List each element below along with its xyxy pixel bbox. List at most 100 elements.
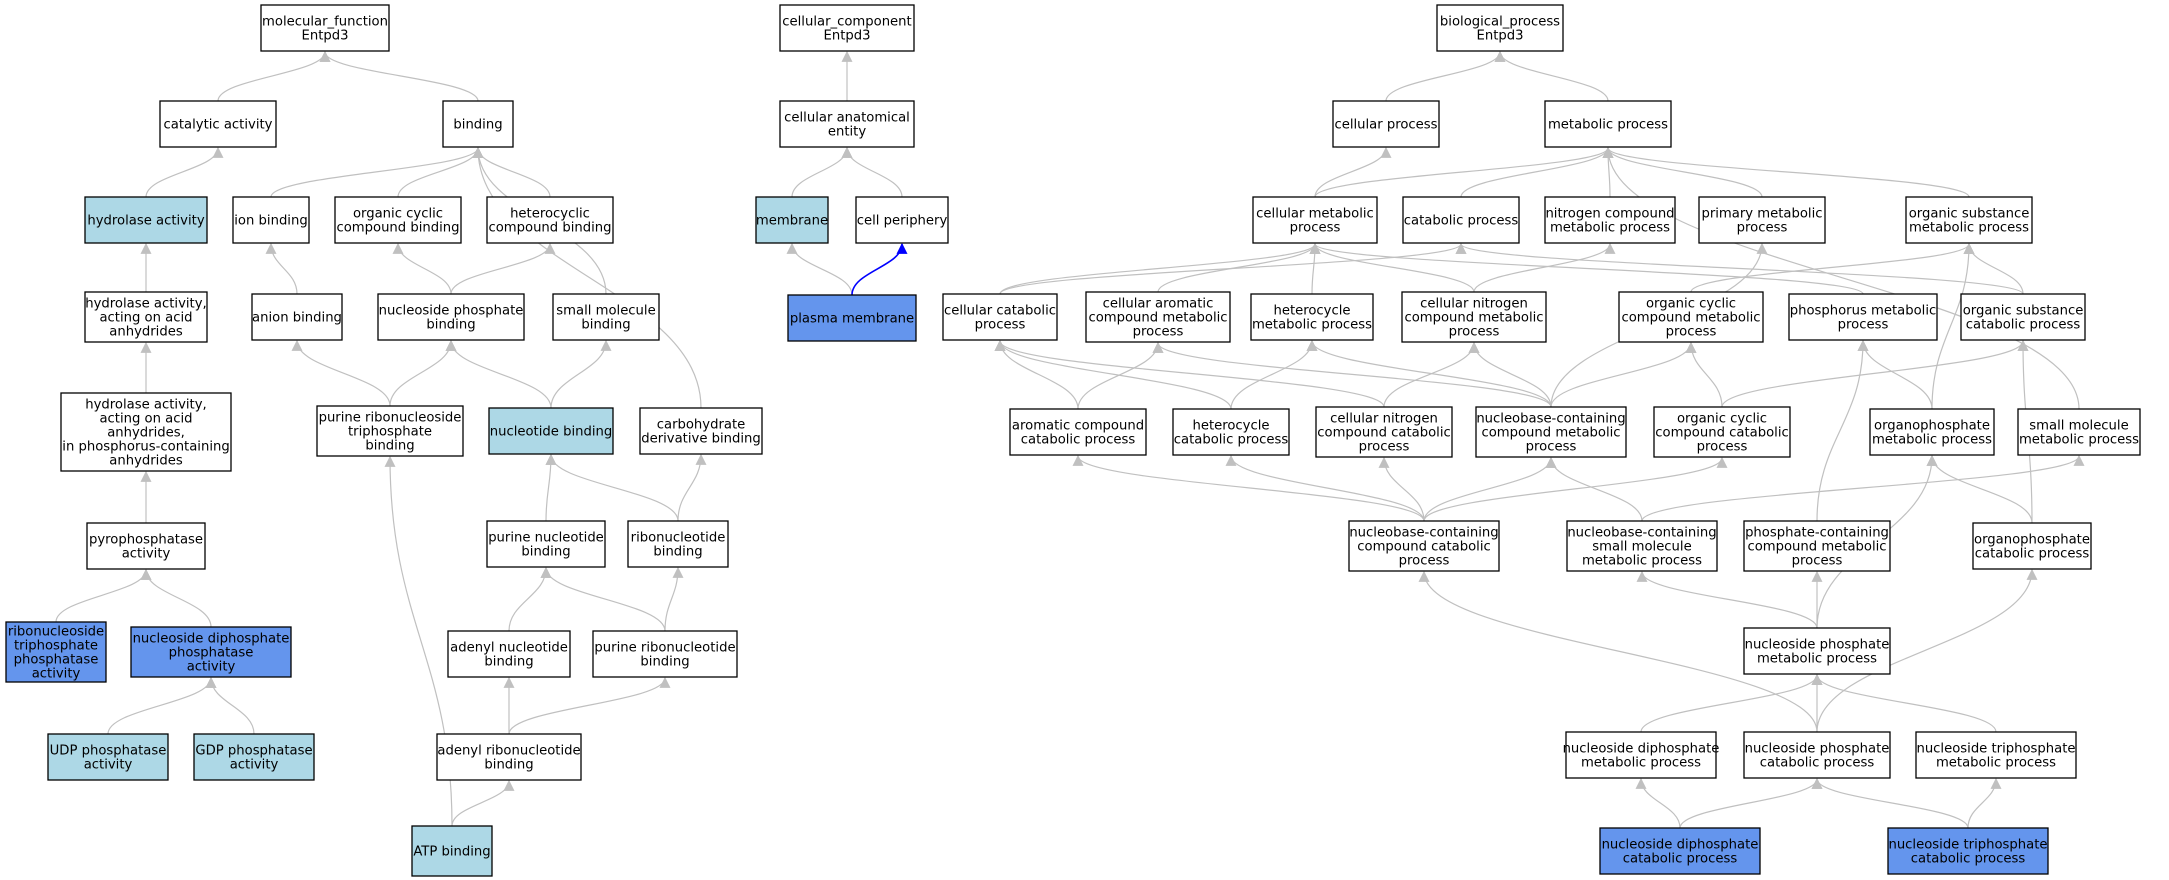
node-pm[interactable]: plasma membrane bbox=[787, 294, 917, 342]
node-label: ribonucleotide bbox=[631, 531, 726, 546]
node-box bbox=[1402, 196, 1520, 244]
node-label: organic cyclic bbox=[1646, 297, 1736, 312]
node-label: organic cyclic bbox=[353, 207, 443, 222]
node-label: activity bbox=[122, 547, 171, 562]
edge-opcp-to-opmp bbox=[1926, 454, 2033, 524]
node-mem[interactable]: membrane bbox=[755, 196, 829, 244]
node-label: nucleobase-containing bbox=[1349, 526, 1498, 541]
edge-ccp-to-cmp bbox=[999, 242, 1321, 295]
node-label: metabolic process bbox=[1581, 756, 1701, 771]
node-hyda[interactable]: hydrolase activity,acting on acidanhydri… bbox=[84, 291, 208, 343]
node-label: membrane bbox=[756, 214, 828, 229]
node-label: Entpd3 bbox=[302, 29, 349, 44]
node-label: cellular process bbox=[1334, 118, 1437, 133]
node-hyd[interactable]: hydrolase activity bbox=[84, 196, 208, 244]
node-label: process bbox=[1133, 325, 1184, 340]
edge-hyd-to-cat bbox=[145, 146, 224, 198]
node-box bbox=[942, 293, 1058, 341]
node-hydp[interactable]: hydrolase activity,acting on acidanhydri… bbox=[60, 392, 232, 472]
node-ndp[interactable]: nucleoside diphosphatephosphataseactivit… bbox=[130, 626, 292, 678]
edge-cdb-to-bind bbox=[472, 146, 702, 409]
node-label: heterocyclic bbox=[510, 207, 590, 222]
node-ion[interactable]: ion binding bbox=[232, 196, 310, 244]
edge-nbccp-to-hcp bbox=[1225, 454, 1425, 522]
node-atp[interactable]: ATP binding bbox=[411, 825, 493, 877]
node-label: binding bbox=[521, 545, 570, 560]
node-label: nitrogen compound bbox=[1545, 207, 1674, 222]
node-ntb[interactable]: nucleotide binding bbox=[488, 407, 614, 455]
node-label: aromatic compound bbox=[1012, 419, 1144, 434]
node-bind[interactable]: binding bbox=[442, 100, 514, 148]
node-label: organic substance bbox=[1963, 304, 2084, 319]
edge-nbsmp-to-smmp bbox=[1641, 454, 2085, 522]
node-cellp[interactable]: cellular process bbox=[1332, 100, 1440, 148]
node-label: compound binding bbox=[336, 221, 459, 236]
edge-anb-to-pnb bbox=[508, 566, 552, 632]
node-label: process bbox=[1359, 440, 1410, 455]
node-box bbox=[1315, 406, 1453, 458]
node-label: organic cyclic bbox=[1677, 412, 1767, 427]
node-rntp[interactable]: ribonucleosidetriphosphatephosphataseact… bbox=[5, 621, 107, 683]
edge-hcp-to-hmp bbox=[1230, 339, 1318, 410]
node-anion[interactable]: anion binding bbox=[251, 293, 343, 341]
node-box bbox=[1172, 408, 1290, 456]
node-catp[interactable]: catabolic process bbox=[1402, 196, 1520, 244]
node-label: catalytic activity bbox=[164, 118, 273, 133]
node-label: binding bbox=[581, 318, 630, 333]
node-label: nucleoside triphosphate bbox=[1888, 838, 2047, 853]
node-box bbox=[1599, 827, 1761, 875]
node-cp[interactable]: cell periphery bbox=[855, 196, 949, 244]
node-cat[interactable]: catalytic activity bbox=[159, 100, 277, 148]
edge-gdp-to-ndp bbox=[205, 676, 255, 735]
node-metp[interactable]: metabolic process bbox=[1544, 100, 1672, 148]
node-label: nucleobase-containing bbox=[1476, 412, 1625, 427]
